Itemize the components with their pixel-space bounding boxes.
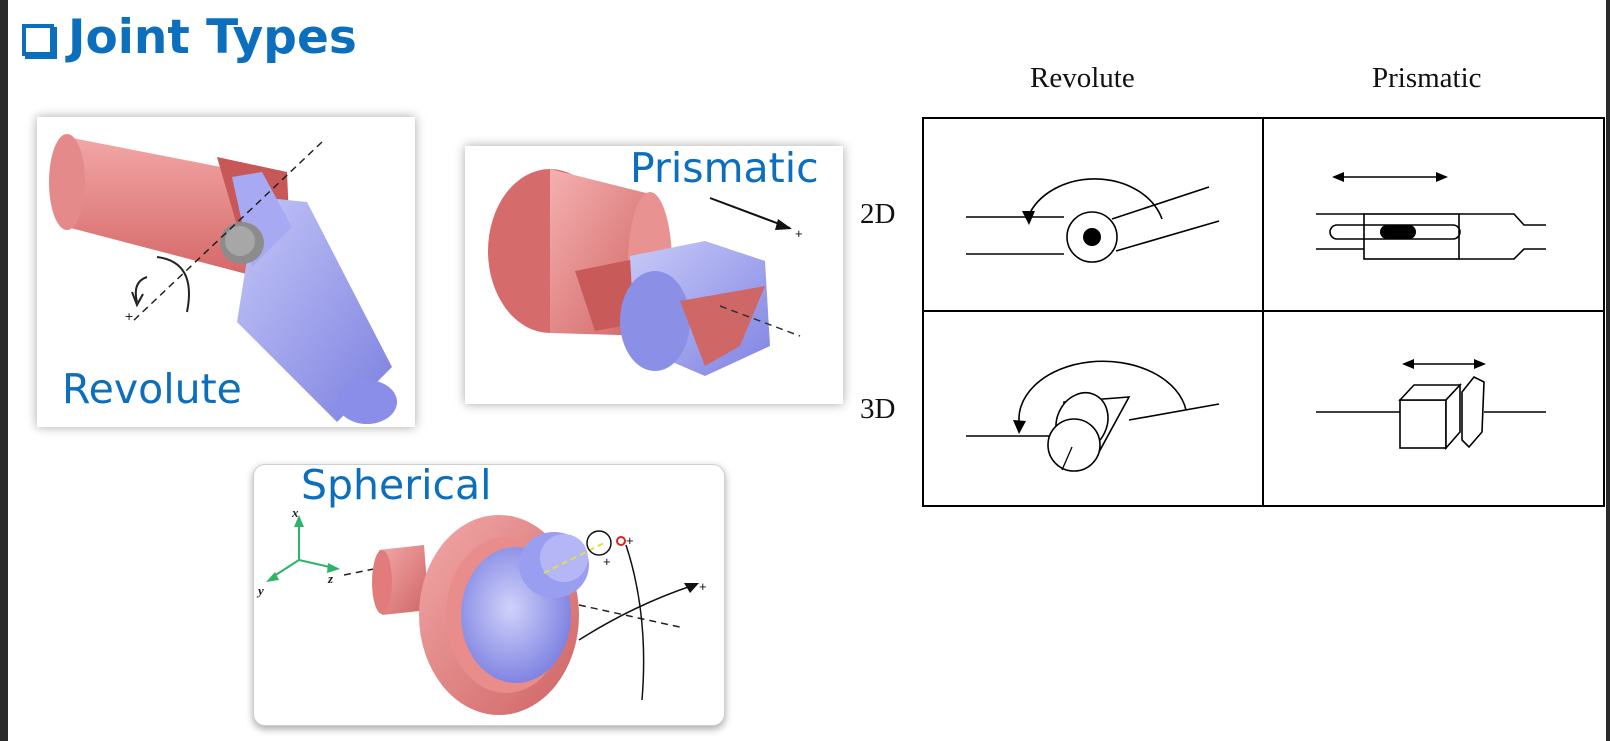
svg-text:+: + bbox=[795, 226, 803, 241]
prismatic-image-label: Prismatic bbox=[630, 146, 819, 192]
left-edge-bar bbox=[0, 0, 8, 741]
cell-2d-revolute bbox=[924, 119, 1264, 312]
prismatic-joint-image: + Prismatic bbox=[465, 146, 843, 404]
spherical-image-label: Spherical bbox=[301, 464, 492, 509]
z-axis-label: z bbox=[327, 571, 334, 586]
symbol-2d-revolute bbox=[966, 178, 1220, 263]
column-header-prismatic: Prismatic bbox=[1372, 62, 1482, 94]
symbol-3d-revolute bbox=[966, 360, 1220, 472]
svg-text:+: + bbox=[603, 554, 611, 569]
cell-3d-revolute bbox=[924, 312, 1264, 505]
revolute-joint-image: + Revolute bbox=[37, 117, 415, 427]
svg-text:+: + bbox=[626, 533, 634, 548]
prismatic-joint-drawing: + bbox=[488, 169, 803, 376]
row-header-2d: 2D bbox=[860, 198, 896, 230]
column-header-revolute: Revolute bbox=[1030, 62, 1135, 94]
spherical-joint-drawing: x y z + + + bbox=[256, 505, 707, 715]
symbol-3d-prismatic bbox=[1316, 359, 1546, 451]
joint-symbols-table: Revolute Prismatic 2D 3D bbox=[860, 60, 1605, 520]
slide-title: Joint Types bbox=[22, 6, 357, 68]
cell-2d-prismatic bbox=[1264, 119, 1603, 312]
checkbox-bullet-icon bbox=[22, 24, 54, 56]
symbols-grid bbox=[922, 117, 1605, 507]
right-edge-bar bbox=[1606, 0, 1610, 741]
row-header-3d: 3D bbox=[860, 393, 896, 425]
revolute-image-label: Revolute bbox=[62, 365, 242, 413]
slide-title-text: Joint Types bbox=[68, 9, 357, 65]
y-axis-label: y bbox=[256, 583, 264, 598]
x-axis-label: x bbox=[291, 505, 299, 520]
symbol-2d-prismatic bbox=[1316, 172, 1546, 260]
revolute-joint-drawing: + bbox=[49, 134, 397, 424]
svg-text:+: + bbox=[125, 308, 133, 324]
spherical-joint-image: x y z + + + Spherical bbox=[253, 464, 725, 726]
svg-text:+: + bbox=[699, 579, 707, 594]
cell-3d-prismatic bbox=[1264, 312, 1603, 505]
